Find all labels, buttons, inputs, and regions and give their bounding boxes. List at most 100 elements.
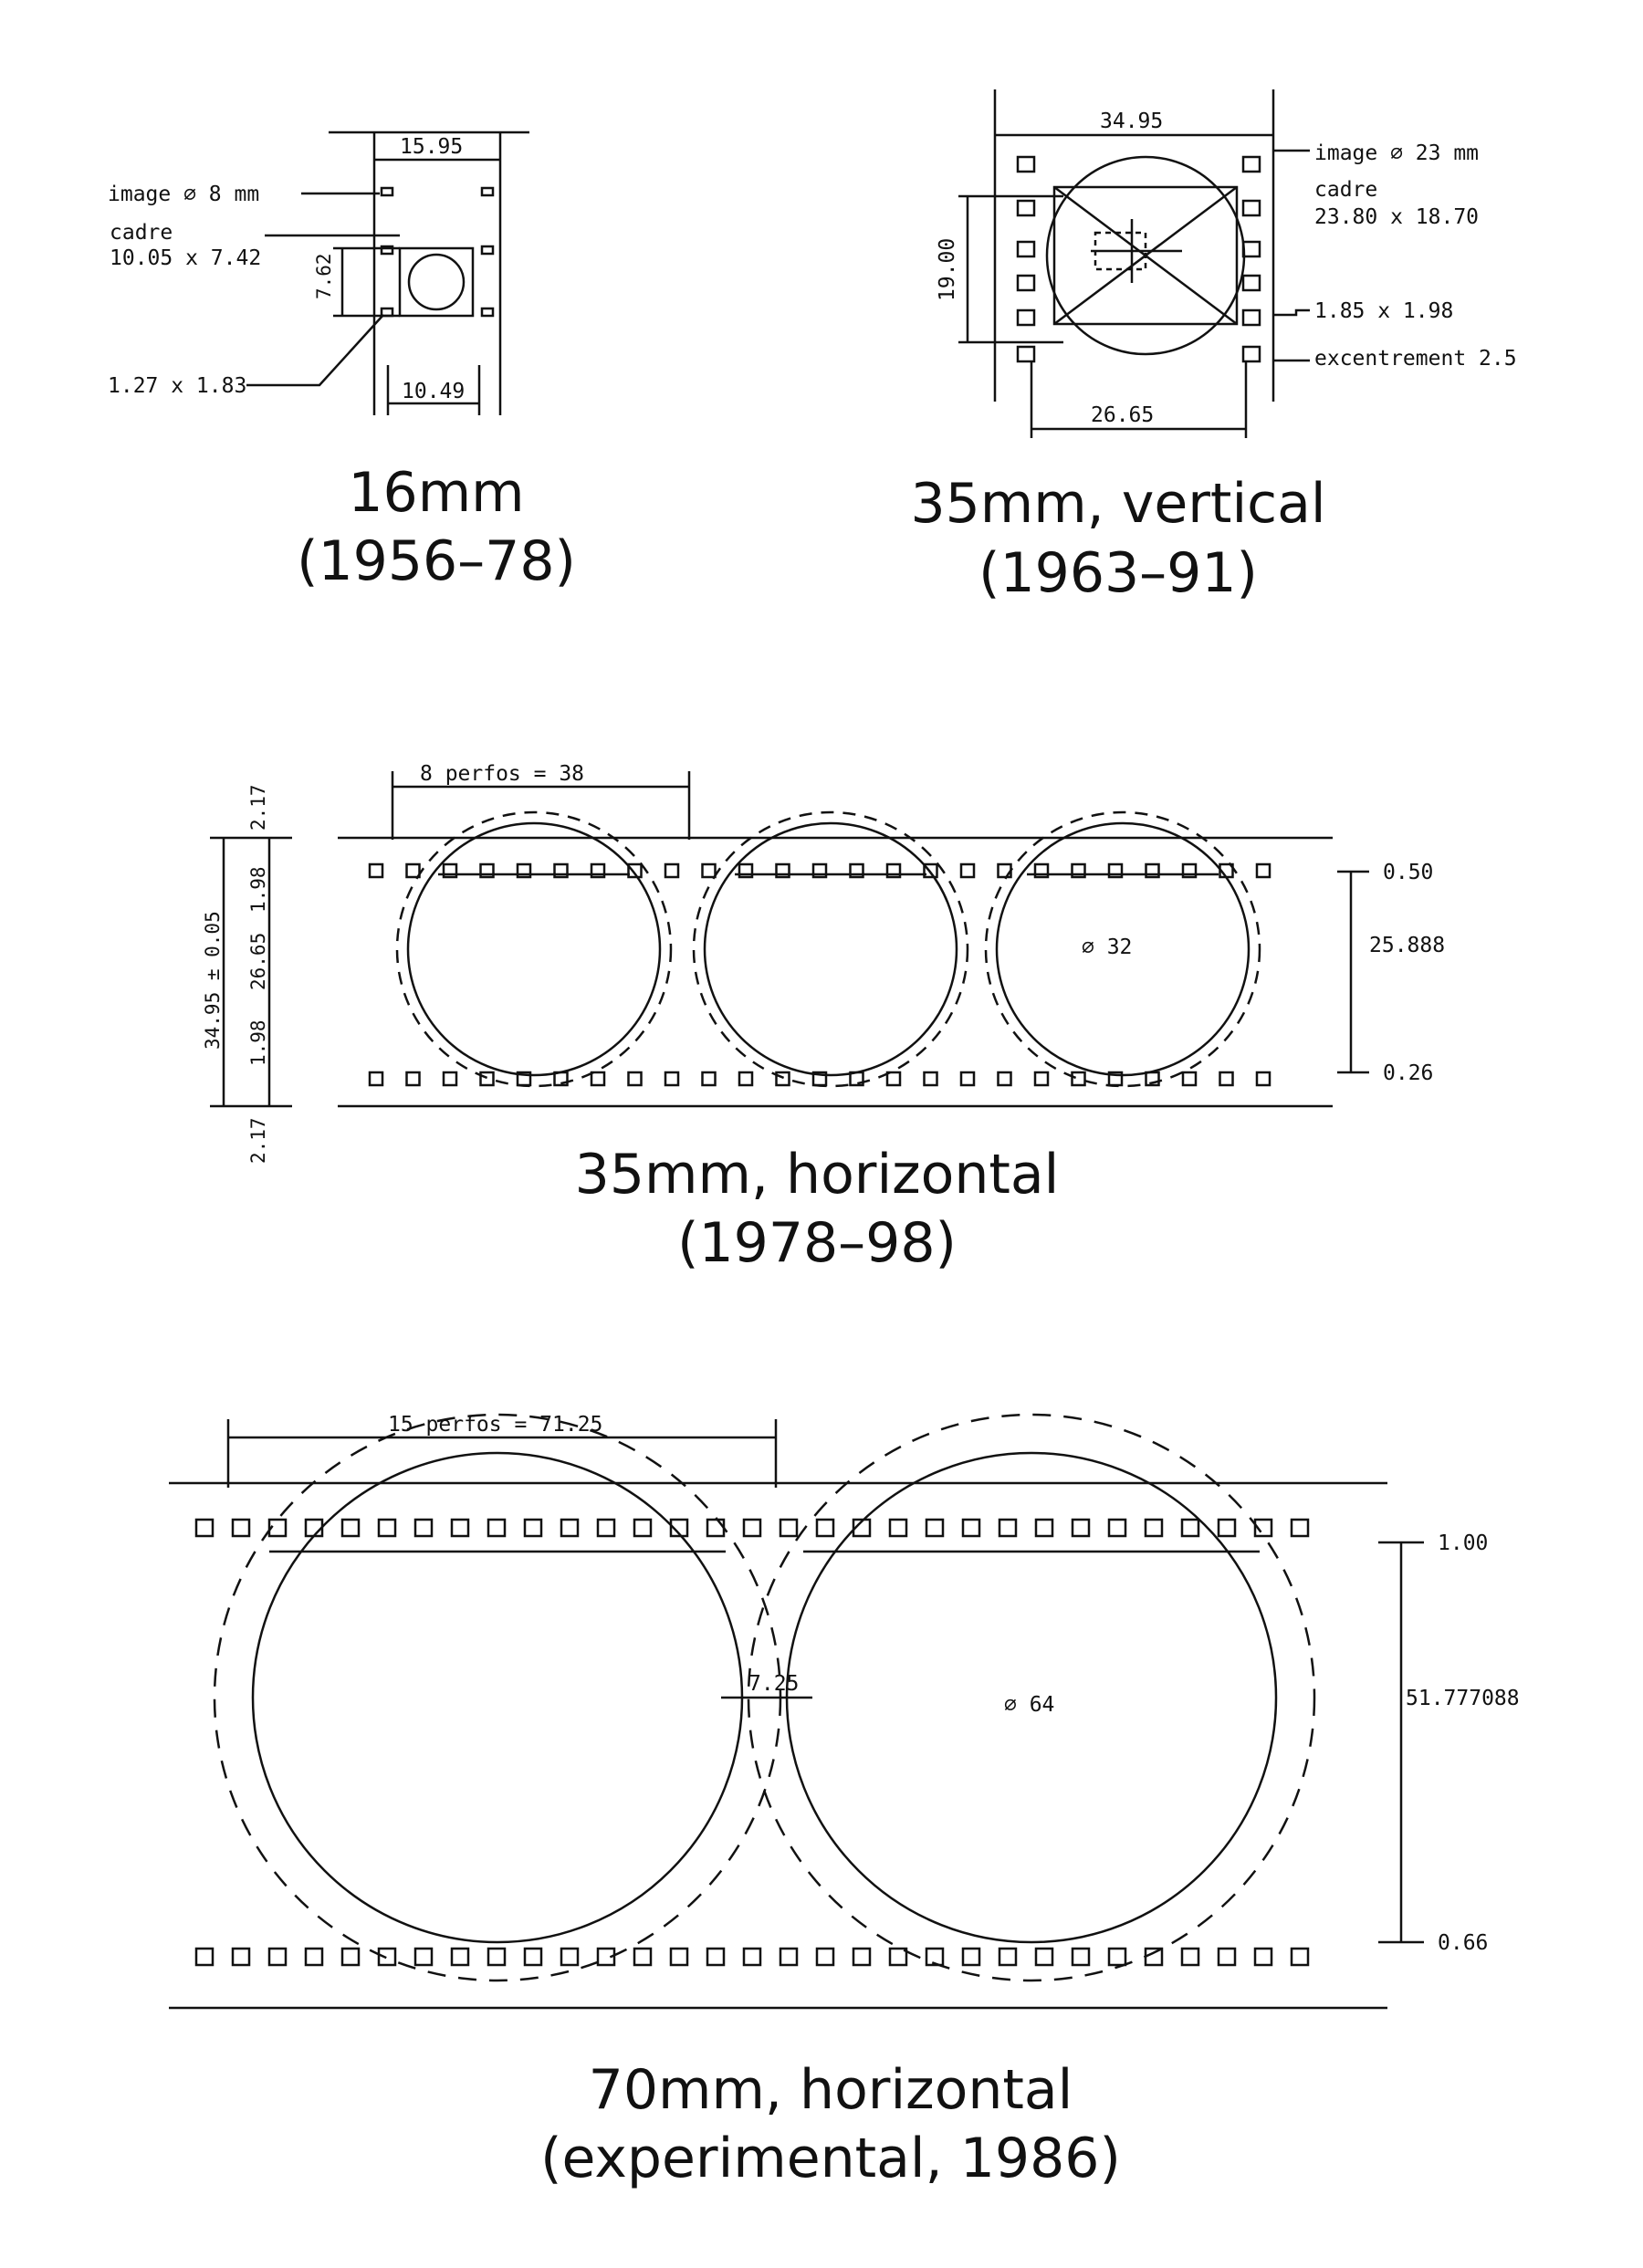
perforation [1255, 1071, 1271, 1087]
perforation [450, 1518, 470, 1538]
perforation-label: 1.85 x 1.98 [1314, 299, 1453, 323]
right-mid-label: 25.888 [1369, 934, 1445, 957]
perforation [923, 1071, 938, 1087]
cadre-label: cadre [110, 221, 173, 245]
perforation [775, 862, 790, 879]
perforation [553, 862, 569, 879]
perforation [1241, 199, 1261, 217]
perforation [368, 862, 384, 879]
diagram-35mm-vertical [958, 89, 1310, 438]
perforation [368, 1071, 384, 1087]
perforation [1071, 1947, 1091, 1967]
labels-70mm-horizontal: 15 perfos = 71.25 7.25 ∅ 64 1.00 51.7770… [388, 1413, 1520, 2190]
perforation [706, 1518, 726, 1538]
bottom-width-label: 26.65 [1091, 403, 1154, 427]
perforation [1016, 240, 1036, 258]
frame-circle [406, 821, 662, 1077]
perforation [1016, 199, 1036, 217]
perforation [1241, 345, 1261, 363]
perforation [1290, 1947, 1310, 1967]
excentrement-label: excentrement 2.5 [1314, 347, 1517, 371]
left-margin-top-label: 2.17 [247, 784, 269, 831]
perforation [1144, 1518, 1164, 1538]
frame-circle [703, 821, 958, 1077]
right-bottom-label: 0.26 [1383, 1061, 1433, 1085]
perforation [1107, 1947, 1127, 1967]
perforation [442, 862, 458, 879]
frame-rectangle [1052, 185, 1239, 326]
frame-1 [213, 1413, 782, 1982]
perforation [669, 1518, 689, 1538]
caption-35mm-horizontal-line1: 35mm, horizontal [575, 1143, 1060, 1207]
perforation-label: 1.27 x 1.83 [108, 374, 246, 398]
perforation [925, 1518, 945, 1538]
cadre-value: 10.05 x 7.42 [110, 246, 261, 270]
frame-rectangle [398, 246, 475, 318]
gap-label: 7.25 [748, 1672, 799, 1696]
perforation [1145, 862, 1160, 879]
leader-line [246, 314, 384, 387]
perforation [405, 1071, 421, 1087]
perforation [1181, 862, 1198, 879]
perforation [1016, 274, 1036, 292]
left-margin-bottom-label: 2.17 [247, 1117, 269, 1164]
perforation-row-top [194, 1518, 1310, 1538]
perforation [1180, 1518, 1200, 1538]
perforation [811, 862, 828, 879]
caption-16mm-line1: 16mm [348, 461, 524, 525]
labels-35mm-vertical: 34.95 image ∅ 23 mm cadre 23.80 x 18.70 … [910, 110, 1516, 605]
perforation [1181, 1071, 1198, 1087]
perforation [997, 1071, 1012, 1087]
perforation [479, 1071, 495, 1087]
perforation [1034, 1518, 1054, 1538]
perforation [1071, 862, 1086, 879]
width-label: 15.95 [400, 135, 463, 159]
left-perf-top-label: 1.98 [247, 866, 269, 913]
height-label: 19.00 [936, 238, 959, 301]
perforation [959, 1071, 976, 1087]
labels-16mm: 15.95 image ∅ 8 mm cadre 10.05 x 7.42 7.… [108, 135, 576, 593]
perforation [480, 307, 495, 318]
perforation [231, 1947, 251, 1967]
perforation [560, 1947, 580, 1967]
width-label: 34.95 [1100, 110, 1163, 133]
perforation [1217, 1518, 1237, 1538]
perforation [560, 1518, 580, 1538]
perforation [1290, 1518, 1310, 1538]
perforation [1071, 1518, 1091, 1538]
perforation [405, 862, 421, 879]
perforation [627, 1071, 643, 1087]
left-perf-bottom-label: 1.98 [247, 1019, 269, 1066]
right-mid-label: 51.777088 [1406, 1687, 1520, 1710]
frame-circle-dashed [984, 810, 1261, 1088]
perforation [1033, 862, 1050, 879]
perforation [377, 1947, 397, 1967]
perforation [480, 245, 495, 256]
perforation [1241, 308, 1261, 327]
perforation-row-bottom [194, 1947, 1310, 1967]
perforation [596, 1518, 616, 1538]
perforation [923, 862, 938, 879]
caption-35mm-horizontal-line2: (1978–98) [677, 1211, 957, 1275]
perforation [304, 1947, 324, 1967]
perforation [304, 1518, 324, 1538]
caption-70mm-horizontal-line2: (experimental, 1986) [540, 2127, 1121, 2190]
perforation [998, 1518, 1018, 1538]
perforation [885, 862, 902, 879]
caption-70mm-horizontal-line1: 70mm, horizontal [589, 2058, 1073, 2122]
vertical-label: 7.62 [313, 253, 335, 299]
frame-circle-dashed [747, 1413, 1316, 1982]
perforation [633, 1947, 653, 1967]
perforation [669, 1947, 689, 1967]
perforation [701, 862, 717, 879]
perforation [961, 1947, 981, 1967]
perforation [779, 1518, 799, 1538]
perforation [885, 1071, 902, 1087]
perforation [1033, 1071, 1050, 1087]
perforation [1034, 1947, 1054, 1967]
perforation [479, 862, 495, 879]
perforation [1219, 1071, 1234, 1087]
center-box [1094, 231, 1147, 271]
perforation [487, 1518, 507, 1538]
perforation [1107, 1518, 1127, 1538]
